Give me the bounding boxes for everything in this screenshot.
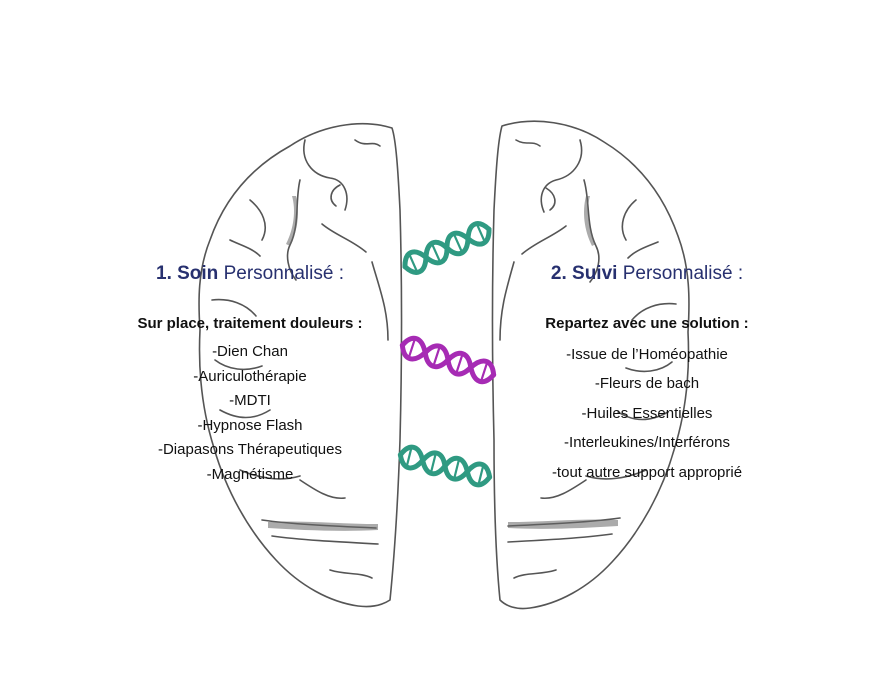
dna-helix-icon: [402, 221, 492, 275]
left-heading-rest: Personnalisé :: [218, 263, 344, 284]
left-subtitle: Sur place, traitement douleurs :: [137, 315, 363, 332]
list-item: -Huiles Essentielles: [581, 404, 713, 422]
brain-left-fissure-shading: [268, 196, 378, 531]
dna-helix-icon: [397, 444, 493, 488]
list-item: -Dien Chan: [212, 343, 288, 360]
list-item: -Diapasons Thérapeutiques: [157, 441, 342, 459]
right-panel: 2. Suivi Personnalisé : Repartez avec un…: [502, 262, 792, 487]
list-item: -MDTI: [229, 392, 271, 410]
list-item: -Auriculothérapie: [193, 367, 307, 385]
list-item: -Fleurs de bach: [594, 375, 700, 393]
right-heading: 2. Suivi Personnalisé :: [502, 262, 792, 286]
right-heading-rest: Personnalisé :: [617, 263, 744, 284]
left-heading: 1. Soin Personnalisé :: [110, 262, 390, 286]
right-item-list: -Issue de l’Homéopathie -Fleurs de bach …: [502, 340, 792, 487]
list-item: -Issue de l’Homéopathie: [566, 346, 728, 363]
left-panel: 1. Soin Personnalisé : Sur place, traite…: [110, 262, 390, 488]
list-item: -tout autre support approprié: [551, 463, 743, 481]
brain-right-hemisphere-icon: [491, 120, 690, 610]
list-item: -Magnétisme: [206, 465, 294, 483]
list-item: -Interleukines/Interférons: [564, 434, 730, 452]
left-item-list: -Dien Chan -Auriculothérapie -MDTI -Hypn…: [110, 340, 390, 488]
right-heading-number: 2. Suivi: [550, 263, 618, 284]
right-subtitle: Repartez avec une solution :: [545, 315, 749, 332]
left-heading-number: 1. Soin: [156, 263, 219, 284]
list-item: -Hypnose Flash: [197, 416, 303, 434]
brain-right-fissure-shading: [508, 196, 618, 529]
dna-helix-icon: [399, 335, 497, 385]
